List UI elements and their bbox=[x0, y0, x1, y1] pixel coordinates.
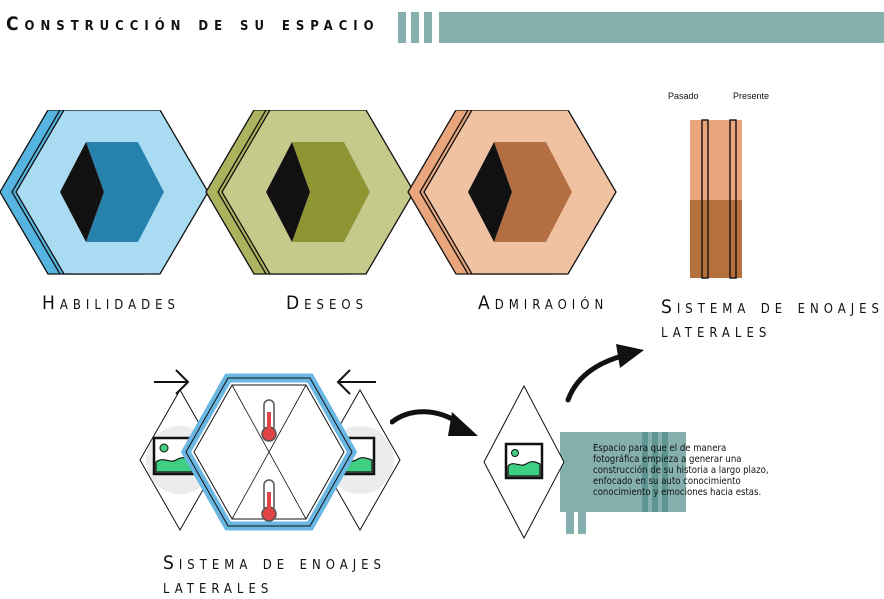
bottom-title-line1: Sistema de enoajes bbox=[163, 552, 386, 574]
label-habilidades: Habilidades bbox=[42, 292, 180, 314]
lateral-title-line1: Sistema de enoajes bbox=[661, 296, 884, 318]
label-presente: Presente bbox=[733, 91, 770, 101]
label-admiracion: Admiraoión bbox=[478, 292, 609, 314]
curved-arrow-right-icon bbox=[390, 409, 478, 436]
page-title: Construcción de su espacio bbox=[6, 13, 380, 35]
description-text: Espacio para que el de manera fotográfic… bbox=[593, 443, 769, 498]
thermometer-icon bbox=[261, 399, 277, 442]
hexagon-prisms bbox=[0, 110, 617, 275]
lateral-pillar bbox=[690, 119, 742, 279]
lateral-system-diagram bbox=[139, 369, 401, 532]
label-pasado: Pasado bbox=[668, 91, 699, 101]
arrow-right-icon bbox=[154, 369, 190, 395]
header-bar bbox=[398, 12, 884, 43]
bottom-title-line2: laterales bbox=[163, 576, 274, 598]
deseos-hexagon bbox=[205, 110, 415, 275]
photo-icon bbox=[504, 442, 544, 480]
arrow-left-icon bbox=[336, 369, 376, 395]
admiracion-hexagon bbox=[407, 110, 617, 275]
thermometer-icon bbox=[261, 479, 277, 522]
curved-arrow-up-icon bbox=[565, 344, 644, 403]
habilidades-hexagon bbox=[0, 110, 209, 275]
lateral-title-line2: laterales bbox=[661, 320, 772, 342]
photo-memory-card bbox=[483, 384, 686, 540]
label-deseos: Deseos bbox=[286, 292, 368, 314]
